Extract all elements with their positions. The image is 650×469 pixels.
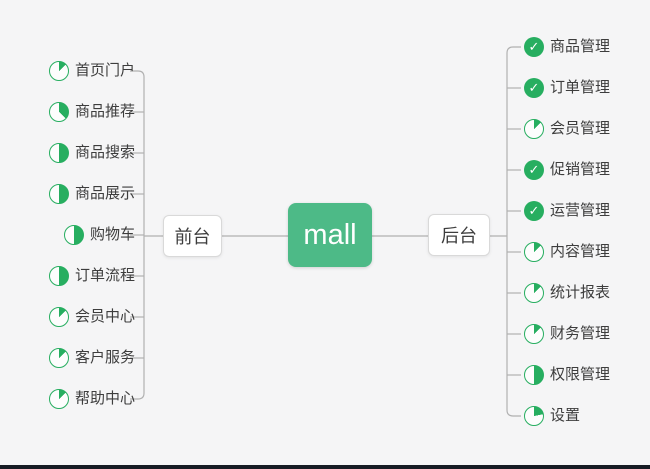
topic-label: 财务管理	[550, 325, 611, 342]
progress-pie-icon	[48, 184, 69, 204]
topic-item[interactable]: 设置	[524, 403, 580, 429]
topic-label: 商品管理	[550, 38, 611, 55]
topic-label: 首页门户	[74, 62, 135, 79]
topic-label: 购物车	[89, 226, 135, 243]
topic-item[interactable]: 内容管理	[524, 239, 610, 265]
progress-pie-icon	[48, 102, 69, 122]
task-done-icon	[524, 37, 544, 57]
progress-pie-icon	[524, 283, 544, 303]
topic-item[interactable]: 统计报表	[524, 280, 610, 306]
topic-label: 运营管理	[550, 202, 611, 219]
topic-label: 商品推荐	[74, 103, 135, 120]
progress-pie-icon	[524, 365, 544, 385]
topic-label: 会员管理	[550, 120, 611, 137]
window-bottom-edge	[0, 465, 650, 469]
progress-pie-icon	[48, 266, 69, 286]
topic-item[interactable]: 订单流程	[48, 263, 135, 289]
topic-label: 权限管理	[550, 366, 611, 383]
progress-pie-icon	[48, 61, 69, 81]
progress-pie-icon	[48, 348, 69, 368]
progress-pie-icon	[524, 242, 544, 262]
topic-label: 促销管理	[550, 161, 611, 178]
topic-item[interactable]: 财务管理	[524, 321, 610, 347]
topic-label: 订单流程	[74, 267, 135, 284]
topic-label: 会员中心	[74, 308, 135, 325]
topic-label: 商品展示	[74, 185, 135, 202]
progress-pie-icon	[524, 119, 544, 139]
task-done-icon	[524, 160, 544, 180]
task-done-icon	[524, 201, 544, 221]
topic-item[interactable]: 帮助中心	[48, 386, 135, 412]
progress-pie-icon	[524, 324, 544, 344]
topic-item[interactable]: 购物车	[63, 222, 135, 248]
topic-item[interactable]: 促销管理	[524, 157, 610, 183]
topic-item[interactable]: 首页门户	[48, 58, 135, 84]
progress-pie-icon	[48, 307, 69, 327]
topic-label: 客户服务	[74, 349, 135, 366]
progress-pie-icon	[63, 225, 84, 245]
topic-item[interactable]: 商品管理	[524, 34, 610, 60]
topic-item[interactable]: 权限管理	[524, 362, 610, 388]
topic-item[interactable]: 商品搜索	[48, 140, 135, 166]
task-done-icon	[524, 78, 544, 98]
progress-pie-icon	[48, 143, 69, 163]
topic-label: 设置	[550, 407, 581, 424]
topic-item[interactable]: 订单管理	[524, 75, 610, 101]
branch-node-frontend[interactable]: 前台	[163, 215, 222, 257]
topic-label: 订单管理	[550, 79, 611, 96]
topic-label: 统计报表	[550, 284, 611, 301]
branch-node-backend[interactable]: 后台	[428, 214, 490, 256]
topic-item[interactable]: 会员中心	[48, 304, 135, 330]
topic-item[interactable]: 运营管理	[524, 198, 610, 224]
root-topic-mall[interactable]: mall	[288, 203, 372, 267]
topic-label: 帮助中心	[74, 390, 135, 407]
progress-pie-icon	[524, 406, 544, 426]
topic-item[interactable]: 商品展示	[48, 181, 135, 207]
topic-label: 内容管理	[550, 243, 611, 260]
topic-item[interactable]: 会员管理	[524, 116, 610, 142]
topic-item[interactable]: 客户服务	[48, 345, 135, 371]
topic-item[interactable]: 商品推荐	[48, 99, 135, 125]
progress-pie-icon	[48, 389, 69, 409]
topic-label: 商品搜索	[74, 144, 135, 161]
